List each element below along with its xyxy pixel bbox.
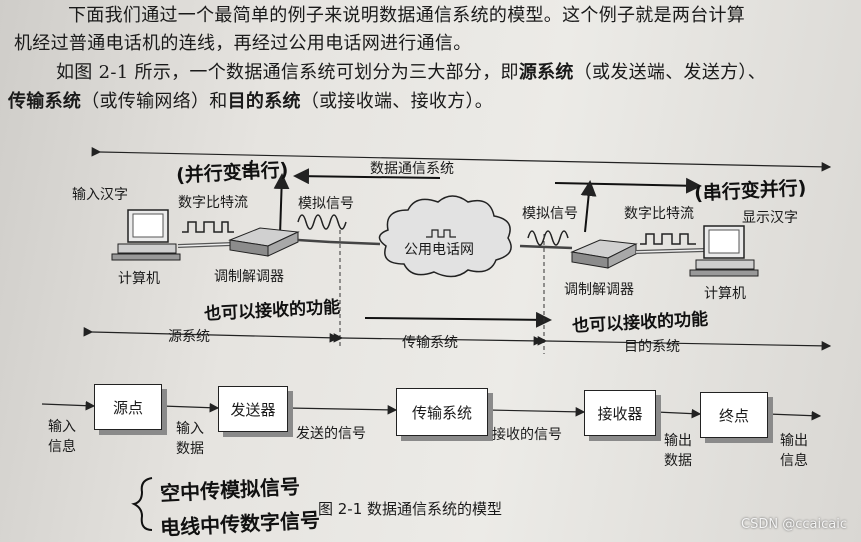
paragraph-line-3: 如图 2-1 所示，一个数据通信系统可划分为三大部分，即源系统（或发送端、发送方… — [56, 62, 766, 84]
label-output-info-1: 输出 — [780, 433, 808, 449]
paragraph-line-3-text: 如图 2-1 所示，一个数据通信系统可划分为三大部分，即 — [56, 62, 519, 83]
label-modem-right: 调制解调器 — [564, 282, 634, 298]
label-transmission-system: 传输系统 — [402, 335, 458, 351]
label-output-info-2: 信息 — [780, 453, 808, 469]
label-input-info-1: 输入 — [48, 419, 76, 435]
label-input-info-2: 信息 — [48, 439, 76, 455]
label-output-data-1: 输出 — [664, 433, 692, 449]
paragraph-line-4: 传输系统（或传输网络）和目的系统（或接收端、接收方）。 — [8, 91, 493, 113]
bitstream-right-icon — [640, 233, 696, 245]
computer-left-icon — [111, 209, 181, 261]
bitstream-left-icon — [182, 221, 234, 233]
paragraph-line-2: 机经过普通电话机的连线，再经过公用电话网进行通信。 — [14, 33, 472, 54]
computer-right-icon — [689, 225, 759, 277]
term-source-system: 源系统 — [518, 62, 574, 83]
label-destination-system: 目的系统 — [624, 339, 680, 355]
label-sent-signal: 发送的信号 — [296, 426, 366, 442]
label-display-chinese: 显示汉字 — [742, 210, 798, 226]
source-span-arrow — [83, 326, 340, 343]
label-modem-left: 调制解调器 — [214, 269, 284, 285]
block-receiver: 接收器 — [584, 390, 656, 436]
label-public-network: 公用电话网 — [404, 242, 474, 258]
modem-right-icon — [570, 239, 638, 269]
label-computer-right: 计算机 — [704, 286, 746, 302]
term-transmission-system: 传输系统 — [8, 91, 82, 112]
analog-wave-left-icon — [297, 214, 347, 230]
term-destination-system: 目的系统 — [227, 91, 301, 112]
watermark: CSDN @ccaicaic — [741, 517, 847, 532]
label-data-comm-system: 数据通信系统 — [370, 161, 454, 177]
network-cloud-icon — [378, 195, 512, 278]
paragraph-line-4-mid: （或传输网络）和 — [81, 91, 228, 112]
label-bitstream-left: 数字比特流 — [178, 195, 248, 211]
label-input-data-2: 数据 — [176, 441, 204, 457]
analog-wave-right-icon — [527, 230, 569, 246]
system-span-arrow — [91, 147, 832, 172]
label-input-chinese: 输入汉字 — [72, 187, 128, 203]
label-output-data-2: 数据 — [664, 453, 692, 469]
hand-arrow-top-right — [554, 177, 702, 194]
label-analog-right: 模拟信号 — [522, 206, 578, 222]
label-source-system: 源系统 — [168, 329, 210, 345]
transmission-span-arrow — [333, 333, 544, 346]
label-input-data-1: 输入 — [176, 421, 204, 437]
label-received-signal: 接收的信号 — [492, 427, 562, 443]
destination-span-arrow — [537, 336, 832, 351]
paragraph-line-3-tail: （或发送端、发送方）、 — [573, 62, 767, 83]
label-analog-left: 模拟信号 — [298, 196, 354, 212]
block-sink: 终点 — [700, 392, 768, 438]
block-source: 源点 — [94, 384, 162, 430]
hand-arrow-top-left — [293, 168, 441, 185]
hand-arrow-middle — [364, 311, 552, 328]
paragraph-line-4-tail: （或接收端、接收方）。 — [300, 91, 494, 112]
modem-left-icon — [228, 227, 300, 257]
hand-brace-icon — [131, 477, 153, 531]
hand-arrow-up-left — [273, 173, 290, 236]
paragraph-line-1: 下面我们通过一个最简单的例子来说明数据通信系统的模型。这个例子就是两台计算 — [68, 5, 746, 26]
figure-caption: 图 2-1 数据通信系统的模型 — [318, 500, 503, 518]
hand-arrow-up-right — [580, 180, 597, 233]
label-bitstream-right: 数字比特流 — [624, 206, 694, 222]
block-transmitter: 发送器 — [218, 386, 288, 432]
label-computer-left: 计算机 — [118, 271, 160, 287]
block-transmission: 传输系统 — [396, 388, 488, 436]
